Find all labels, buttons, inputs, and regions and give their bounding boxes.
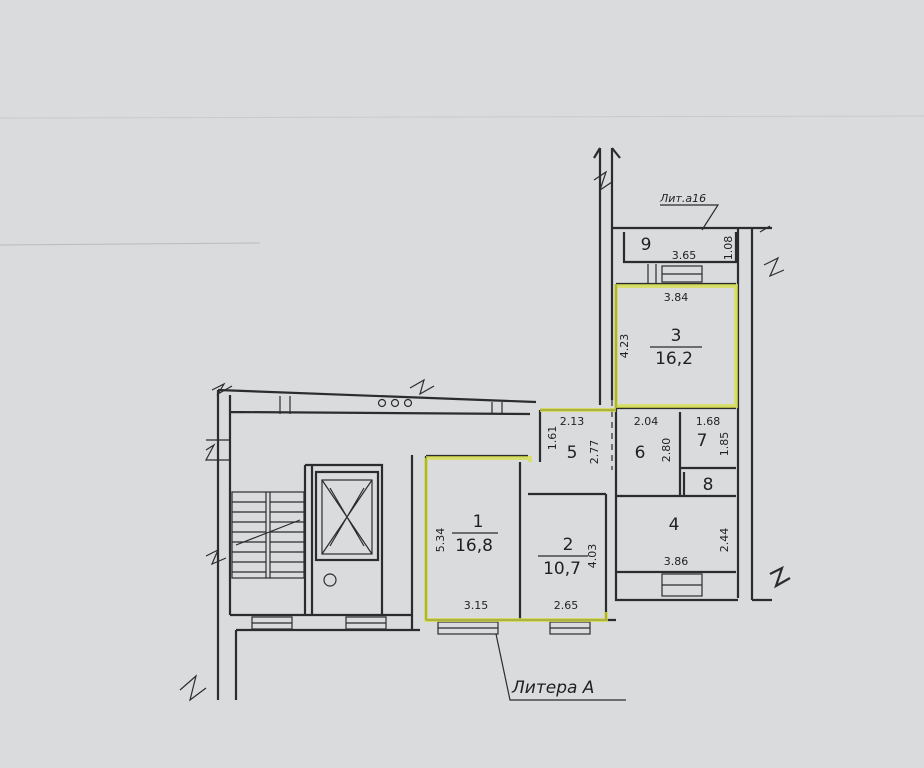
- room-1-area: 16,8: [455, 536, 493, 556]
- room-1-width: 3.15: [464, 599, 489, 612]
- room-4-number: 4: [669, 515, 680, 535]
- room-1-number: 1: [473, 512, 484, 532]
- room-5-number: 5: [567, 443, 578, 463]
- room-4-width: 3.86: [664, 555, 689, 568]
- highlight-outlines: [424, 284, 738, 622]
- room-8-number: 8: [703, 475, 714, 495]
- room-5-width: 2.13: [560, 415, 585, 428]
- room-2-area: 10,7: [543, 559, 581, 579]
- room-6-width: 2.04: [634, 415, 659, 428]
- room-9-height: 1.08: [722, 236, 735, 261]
- room-2-width: 2.65: [554, 599, 579, 612]
- room-5-length: 2.77: [588, 440, 601, 465]
- room-9-width: 3.65: [672, 249, 697, 262]
- stair-block: [179, 378, 537, 702]
- room-7-height: 1.85: [718, 432, 731, 457]
- pipe-circle-icon: [403, 398, 413, 408]
- staircase: [231, 491, 305, 579]
- litera-a-label: Литера А: [511, 678, 594, 698]
- room-3-height: 4.23: [618, 334, 631, 359]
- riser-circle-icon: [323, 573, 337, 587]
- room-6-height: 2.80: [660, 438, 673, 463]
- paper-fold-line: [0, 242, 261, 246]
- room-7-number: 7: [697, 431, 708, 451]
- room-9-number: 9: [641, 235, 652, 255]
- paper-fold-line-top: [0, 115, 924, 119]
- room-3-area: 16,2: [655, 349, 693, 369]
- pipe-circle-icon: [377, 398, 387, 408]
- room-3-number: 3: [671, 326, 682, 346]
- room-2-number: 2: [563, 535, 574, 555]
- room-7-width: 1.68: [696, 415, 721, 428]
- room-2-height: 4.03: [586, 544, 599, 569]
- room-6-number: 6: [635, 443, 646, 463]
- elevator-shaft: [314, 470, 380, 562]
- room-5-height: 1.61: [546, 426, 559, 451]
- room-3-width: 3.84: [664, 291, 689, 304]
- lit-a16-label: Лит.а16: [659, 192, 706, 205]
- pipe-circle-icon: [390, 398, 400, 408]
- room-4-height: 2.44: [718, 528, 731, 553]
- room-1-height: 5.34: [434, 528, 447, 553]
